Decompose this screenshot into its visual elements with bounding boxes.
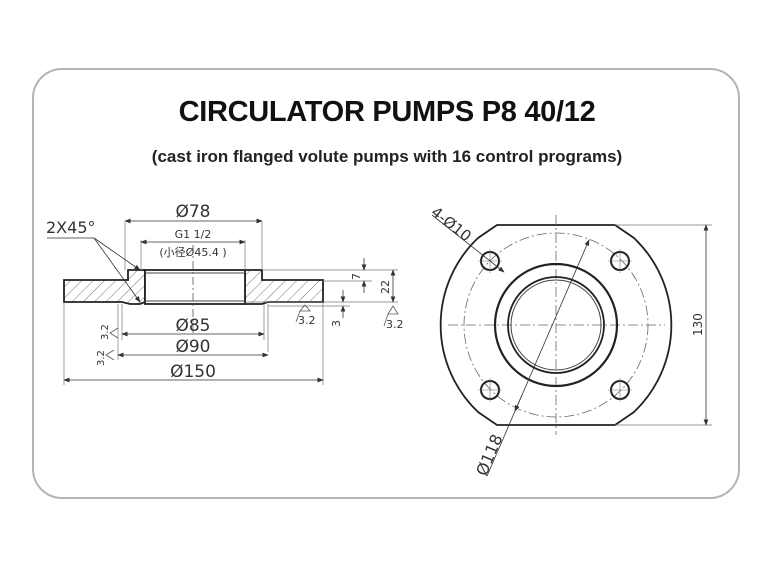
dim-3: 3 (330, 320, 343, 327)
chamfer-note: 2X45° (46, 218, 96, 237)
front-view: 4-Ø10 130 Ø118 (428, 203, 712, 479)
dim-150: Ø150 (170, 362, 216, 382)
roughness-90: 3.2 (96, 350, 107, 366)
thread-minor-diameter: (小径Ø45.4 ) (159, 246, 226, 259)
thread-spec: G1 1/2 (175, 228, 212, 241)
dim-7: 7 (350, 273, 363, 280)
holes-note: 4-Ø10 (428, 203, 475, 245)
roughness-face: 3.2 (298, 314, 316, 327)
page-title: CIRCULATOR PUMPS P8 40/12 (178, 96, 596, 128)
dim-118: Ø118 (472, 431, 506, 478)
dim-90: Ø90 (175, 337, 210, 357)
dim-78: Ø78 (175, 202, 210, 222)
bolt-hole (608, 249, 632, 273)
page-subtitle: (cast iron flanged volute pumps with 16 … (151, 147, 623, 166)
section-view: Ø78 G1 1/2 (小径Ø45.4 ) 2X45° Ø85 Ø90 Ø150… (46, 202, 404, 385)
dim-130: 130 (691, 313, 705, 336)
bolt-hole (478, 378, 502, 402)
roughness-right: 3.2 (386, 318, 404, 331)
dim-22: 22 (379, 280, 392, 294)
bolt-hole (608, 378, 632, 402)
dim-85: Ø85 (175, 316, 210, 336)
roughness-85: 3.2 (100, 324, 111, 340)
